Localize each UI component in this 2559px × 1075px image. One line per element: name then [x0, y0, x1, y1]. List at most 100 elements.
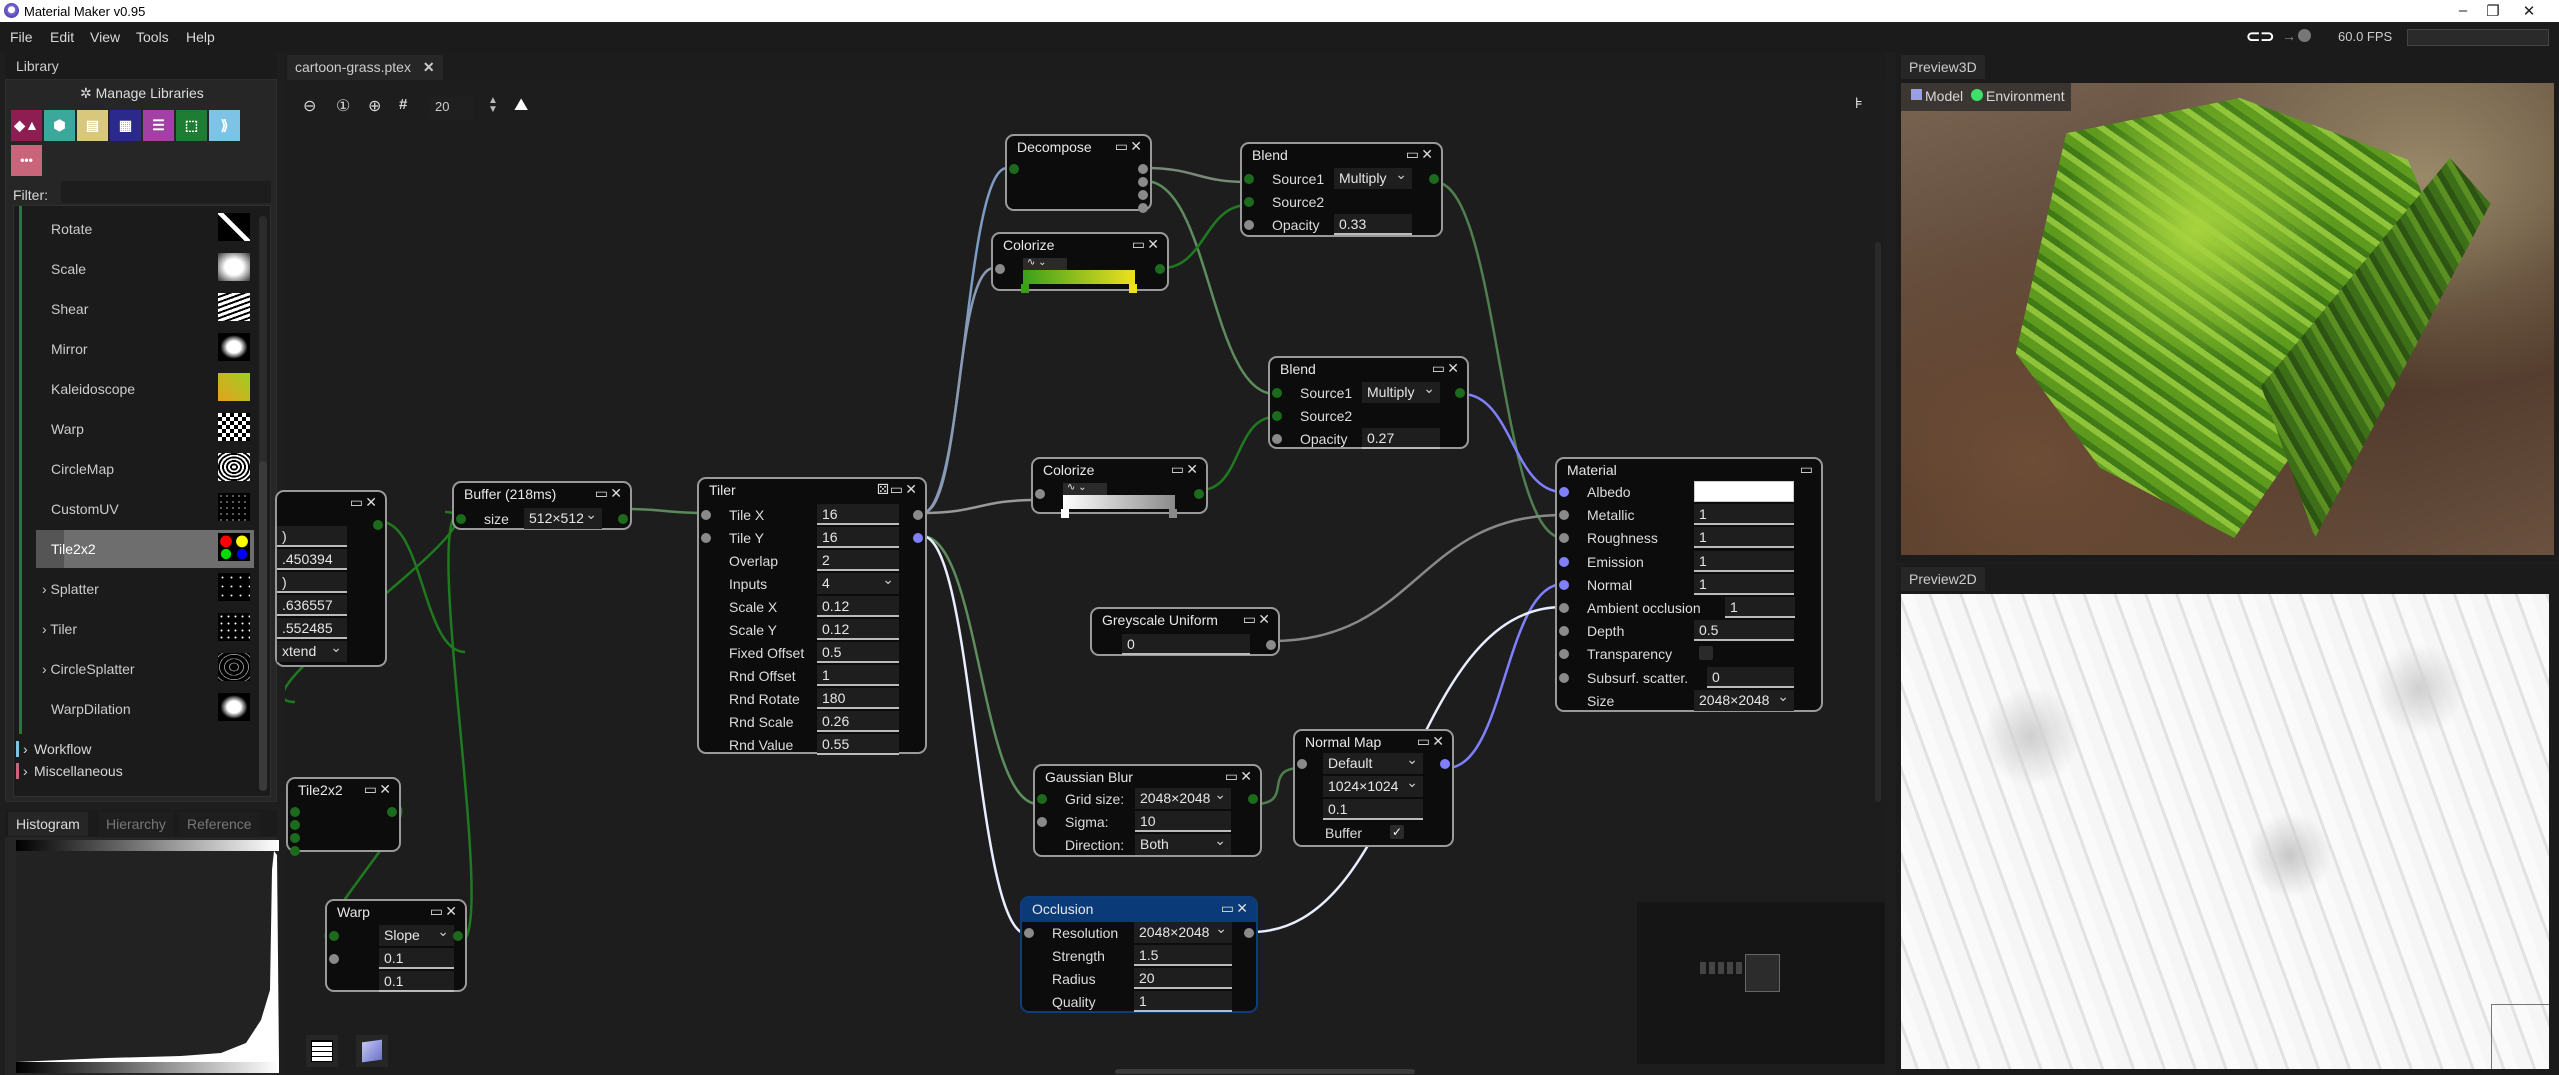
restore-icon[interactable]: ❐ — [2486, 3, 2500, 20]
param-dropdown[interactable]: Slope — [379, 925, 454, 946]
preview-icon[interactable]: ▭ — [1799, 461, 1813, 477]
environment-menu[interactable]: Environment — [1986, 88, 2065, 104]
gradient-stop-start[interactable] — [1021, 284, 1029, 293]
category-workflow-icon[interactable]: ⟫ — [209, 110, 240, 141]
tab-library[interactable]: Library — [8, 54, 67, 78]
preview-icon[interactable]: ▭ — [1431, 360, 1445, 376]
manage-libraries-button[interactable]: ✲ Manage Libraries — [80, 85, 204, 102]
slider-handle[interactable] — [1191, 964, 1195, 966]
node-header[interactable]: Normal Map▭✕ — [1295, 731, 1452, 755]
connection-wire[interactable] — [1200, 415, 1276, 492]
preview2d-image[interactable] — [1901, 594, 2549, 1069]
close-icon[interactable]: ✕ — [1447, 360, 1459, 376]
library-item-rotate[interactable]: Rotate — [36, 210, 254, 248]
param-dropdown[interactable]: Multiply — [1334, 168, 1412, 189]
input-port[interactable] — [1559, 672, 1569, 683]
preview-icon[interactable]: ▭ — [429, 903, 443, 919]
slider-handle[interactable] — [866, 661, 870, 663]
connection-wire[interactable] — [1254, 766, 1302, 806]
snap-size-input[interactable]: 20 — [429, 97, 474, 119]
tab-histogram[interactable]: Histogram — [8, 812, 88, 836]
gradient-stop-start[interactable] — [1061, 509, 1069, 518]
slider-handle[interactable] — [825, 523, 829, 525]
node-header[interactable]: Material▭ — [1557, 459, 1821, 483]
output-port[interactable] — [1248, 794, 1258, 804]
input-port[interactable] — [1559, 487, 1569, 497]
param-slider[interactable]: 16 — [817, 527, 899, 548]
param-slider[interactable]: 0 — [1707, 666, 1794, 688]
slider-handle[interactable] — [846, 730, 850, 732]
output-port[interactable] — [1138, 164, 1148, 174]
output-port[interactable] — [1429, 174, 1439, 184]
tab-cartoon-grass[interactable]: cartoon-grass.ptex ✕ — [287, 55, 443, 80]
param-dropdown[interactable]: Multiply — [1362, 382, 1440, 403]
output-port[interactable] — [1266, 640, 1276, 650]
node-header[interactable]: Colorize▭✕ — [1033, 459, 1206, 483]
slider-handle[interactable] — [825, 569, 829, 571]
slider-handle[interactable] — [1130, 653, 1134, 655]
close-icon[interactable]: ✕ — [1130, 138, 1142, 154]
connection-wire[interactable] — [624, 507, 706, 515]
slider-handle[interactable] — [835, 638, 839, 640]
param-dropdown[interactable]: 2048×2048 — [1134, 922, 1232, 943]
library-item-tile2x2[interactable]: Tile2x2 — [36, 530, 254, 568]
node-gaussian[interactable]: Gaussian Blur▭✕Grid size:2048×2048Sigma:… — [1033, 764, 1262, 857]
output-port[interactable] — [1455, 388, 1465, 398]
param-slider[interactable]: 0.33 — [1334, 214, 1412, 235]
preview-icon[interactable]: ▭ — [1114, 138, 1128, 154]
preview-icon[interactable]: ▭ — [1224, 768, 1238, 784]
input-port[interactable] — [1559, 603, 1569, 613]
preview3d-viewport[interactable]: Model Environment — [1901, 83, 2554, 555]
node-header[interactable]: Tile2x2▭✕ — [288, 779, 399, 803]
slider-handle[interactable] — [1752, 639, 1756, 641]
slider-handle[interactable] — [1142, 987, 1146, 989]
gradient-stop-end[interactable] — [1129, 284, 1137, 293]
input-port[interactable] — [1559, 649, 1569, 660]
param-dropdown[interactable]: Both — [1135, 834, 1231, 855]
close-tab-icon[interactable]: ✕ — [422, 59, 435, 75]
param-slider[interactable]: .450394 — [277, 549, 347, 570]
output-port[interactable] — [1194, 489, 1204, 499]
param-dropdown[interactable]: xtend — [277, 641, 347, 662]
library-item-scale[interactable]: Scale — [36, 250, 254, 288]
param-slider[interactable]: ) — [277, 572, 347, 593]
snap-spinner-icon[interactable]: ▲▼ — [488, 95, 498, 115]
category-simple-icon[interactable]: ◆▲ — [11, 110, 42, 141]
menu-help[interactable]: Help — [186, 29, 215, 45]
gradient-stop-end[interactable] — [1169, 509, 1177, 518]
gradient-interpolation-dropdown[interactable]: ∿ ⌄ — [1023, 258, 1067, 270]
param-slider[interactable]: 0.12 — [817, 596, 899, 617]
output-port[interactable] — [618, 514, 628, 524]
minimap-viewport[interactable] — [1745, 954, 1780, 992]
minimap[interactable] — [1637, 902, 1885, 1064]
node-blend2[interactable]: Blend▭✕Source1MultiplySource2Opacity0.27 — [1268, 356, 1469, 449]
tab-preview3d[interactable]: Preview3D — [1901, 55, 1985, 79]
close-icon[interactable]: ✕ — [1236, 900, 1248, 916]
input-port[interactable] — [1244, 197, 1254, 207]
slider-handle[interactable] — [1702, 593, 1706, 595]
close-icon[interactable]: ✕ — [365, 494, 377, 510]
slider-handle[interactable] — [825, 707, 829, 709]
group-miscellaneous[interactable]: › Miscellaneous — [16, 763, 216, 781]
input-port[interactable] — [1024, 928, 1034, 938]
param-slider[interactable]: 0.27 — [1362, 428, 1440, 449]
connection-wire[interactable] — [1446, 582, 1564, 770]
close-icon[interactable]: ✕ — [610, 485, 622, 501]
output-port[interactable] — [1138, 203, 1148, 213]
library-item-splatter[interactable]: › Splatter — [36, 570, 254, 608]
input-port[interactable] — [290, 846, 300, 856]
node-header[interactable]: Occlusion▭✕ — [1022, 898, 1256, 922]
library-item-tiler[interactable]: › Tiler — [36, 610, 254, 648]
param-dropdown[interactable]: 512×512 — [524, 508, 602, 529]
zoom-reset-icon[interactable]: ① — [336, 98, 351, 115]
input-port[interactable] — [1559, 579, 1569, 590]
connection-wire[interactable] — [921, 534, 1028, 936]
close-icon[interactable]: ✕ — [379, 781, 391, 797]
close-icon[interactable]: ✕ — [1240, 768, 1252, 784]
slider-handle[interactable] — [870, 753, 874, 755]
connection-wire[interactable] — [1434, 180, 1564, 540]
input-port[interactable] — [1037, 817, 1047, 827]
